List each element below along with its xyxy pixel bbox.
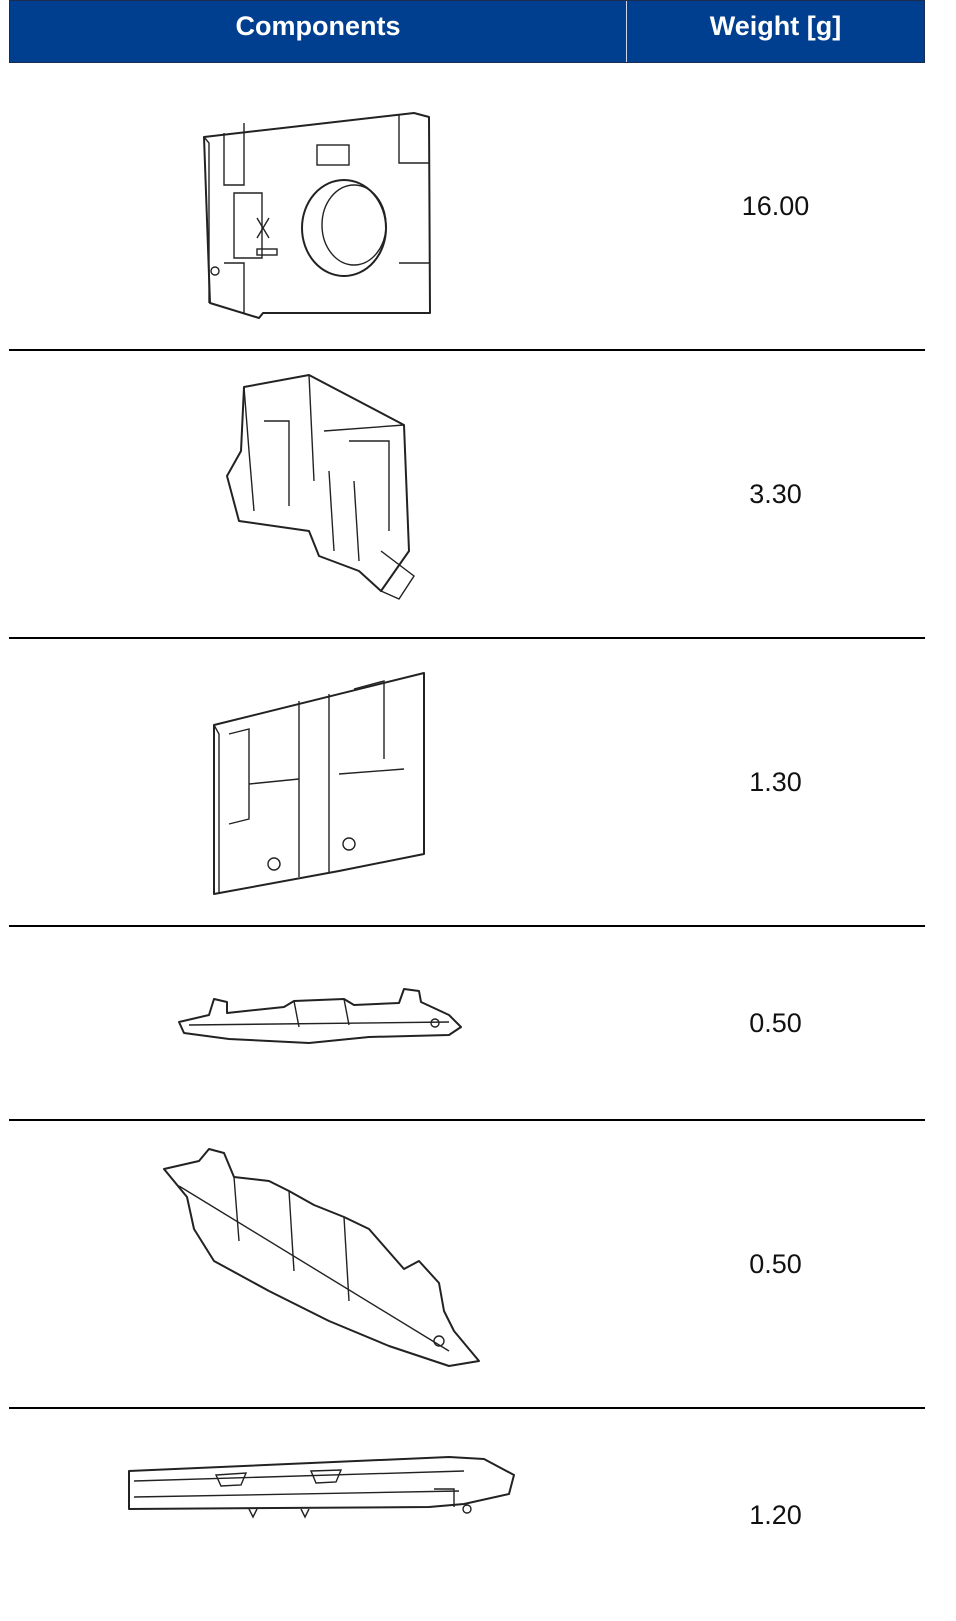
short-rail-illustration (178, 988, 462, 1044)
component-cell (9, 63, 626, 349)
table-row: 0.50 (9, 1121, 925, 1409)
table-row: 16.00 (9, 63, 925, 351)
weight-value: 1.30 (749, 766, 802, 797)
component-cell (9, 927, 626, 1119)
angled-rail-illustration (163, 1148, 480, 1367)
frame-housing-illustration (203, 112, 431, 319)
table-row: 3.30 (9, 351, 925, 639)
component-cell (9, 351, 626, 637)
component-cell (9, 1409, 626, 1621)
weight-value: 0.50 (749, 1248, 802, 1279)
table-row: 1.30 (9, 639, 925, 927)
component-cell (9, 1121, 626, 1407)
slotted-bar-illustration (128, 1456, 515, 1519)
weight-value: 16.00 (741, 190, 810, 221)
components-weight-table: Components Weight [g] 16.00 (9, 0, 925, 1621)
weight-value: 1.20 (749, 1499, 802, 1530)
mounting-plate-illustration (213, 672, 425, 895)
header-weight: Weight [g] (709, 11, 842, 41)
component-cell (9, 639, 626, 925)
table-header: Components Weight [g] (9, 0, 925, 63)
header-components: Components (10, 1, 627, 62)
table-row: 0.50 (9, 927, 925, 1121)
weight-value: 3.30 (749, 478, 802, 509)
double-clip-bracket-illustration (226, 374, 415, 600)
table-row: 1.20 (9, 1409, 925, 1621)
weight-value: 0.50 (749, 1007, 802, 1038)
